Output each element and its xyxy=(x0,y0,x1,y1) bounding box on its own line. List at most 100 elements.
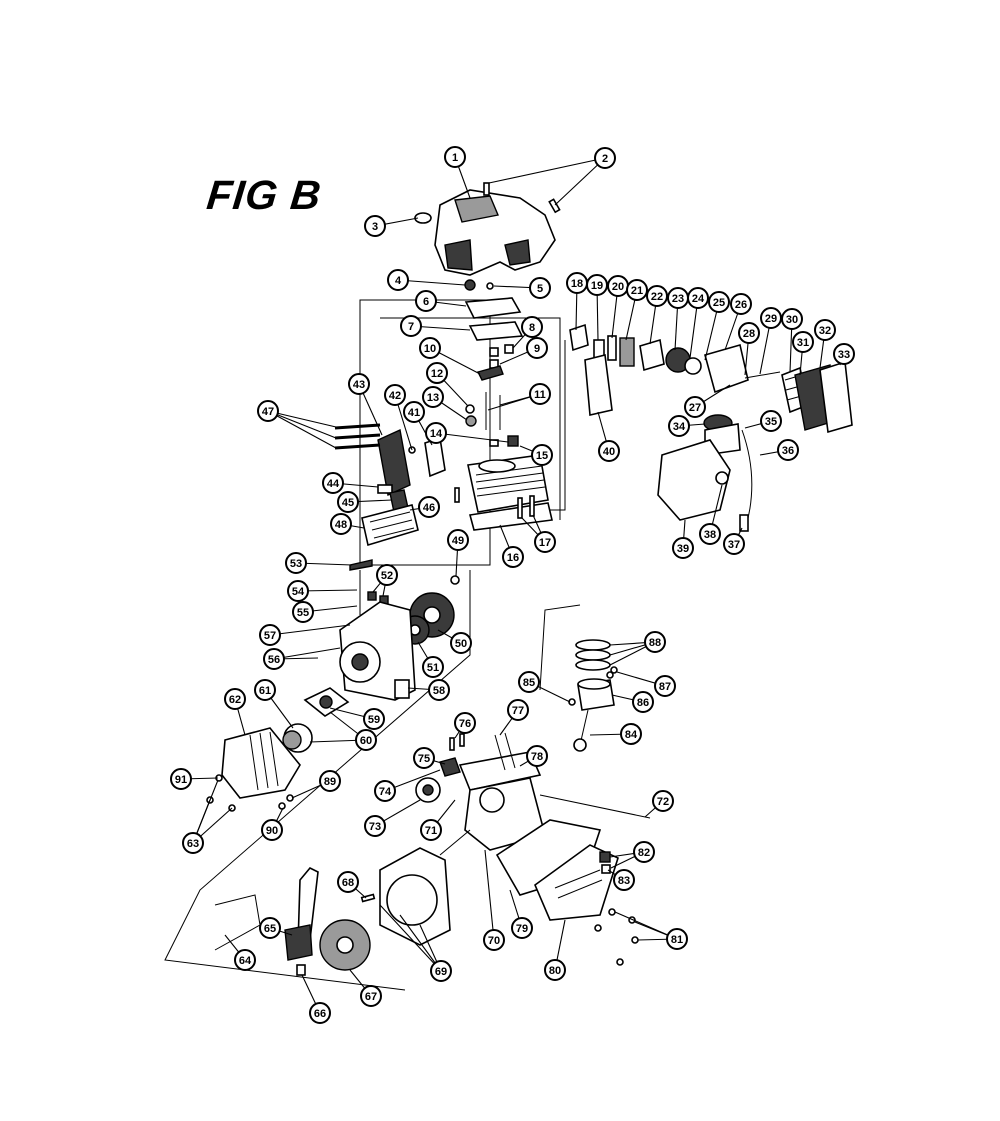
callout-20: 20 xyxy=(607,275,629,297)
callout-25: 25 xyxy=(708,291,730,313)
callout-label: 86 xyxy=(637,697,649,709)
callout-label: 75 xyxy=(418,753,430,765)
callout-1: 1 xyxy=(444,146,466,168)
callout-44: 44 xyxy=(322,472,344,494)
callout-36: 36 xyxy=(777,439,799,461)
callout-12: 12 xyxy=(426,362,448,384)
callout-label: 64 xyxy=(239,955,252,967)
callout-label: 12 xyxy=(431,368,443,380)
callout-label: 69 xyxy=(435,966,447,978)
callout-80: 80 xyxy=(544,959,566,981)
callout-label: 83 xyxy=(618,875,630,887)
callout-label: 25 xyxy=(713,297,725,309)
callout-68: 68 xyxy=(337,871,359,893)
callout-label: 24 xyxy=(692,293,705,305)
callout-label: 52 xyxy=(381,570,393,582)
callout-42: 42 xyxy=(384,384,406,406)
callout-57: 57 xyxy=(259,624,281,646)
callout-63: 63 xyxy=(182,832,204,854)
callout-label: 87 xyxy=(659,681,671,693)
callout-label: 16 xyxy=(507,552,519,564)
callout-49: 49 xyxy=(447,529,469,551)
callout-label: 9 xyxy=(534,343,540,355)
callout-label: 68 xyxy=(342,877,354,889)
callout-label: 43 xyxy=(353,379,365,391)
callout-91: 91 xyxy=(170,768,192,790)
callout-label: 27 xyxy=(689,402,701,414)
callout-label: 82 xyxy=(638,847,650,859)
callout-label: 19 xyxy=(591,280,603,292)
callout-41: 41 xyxy=(403,401,425,423)
callout-6: 6 xyxy=(415,290,437,312)
flywheel-cover xyxy=(221,727,301,799)
leader-line-47 xyxy=(267,410,337,439)
part-shapes xyxy=(206,182,853,976)
callout-label: 41 xyxy=(408,407,420,419)
callout-label: 21 xyxy=(631,285,643,297)
callout-label: 88 xyxy=(649,637,661,649)
callout-label: 32 xyxy=(819,325,831,337)
callout-label: 36 xyxy=(782,445,794,457)
leader-line-47 xyxy=(267,410,337,449)
callout-label: 39 xyxy=(677,543,689,555)
callout-50: 50 xyxy=(450,632,472,654)
callout-label: 49 xyxy=(452,535,464,547)
callout-label: 8 xyxy=(529,322,535,334)
callout-87: 87 xyxy=(654,675,676,697)
callout-23: 23 xyxy=(667,287,689,309)
callout-65: 65 xyxy=(259,917,281,939)
callout-60: 60 xyxy=(355,729,377,751)
callout-18: 18 xyxy=(566,272,588,294)
callout-69: 69 xyxy=(430,960,452,982)
callout-43: 43 xyxy=(348,373,370,395)
callout-label: 54 xyxy=(292,586,305,598)
leader-line-2 xyxy=(554,157,606,206)
callout-81: 81 xyxy=(666,928,688,950)
callout-label: 20 xyxy=(612,281,624,293)
callout-30: 30 xyxy=(781,308,803,330)
callout-label: 10 xyxy=(424,343,436,355)
callout-90: 90 xyxy=(261,819,283,841)
callout-label: 81 xyxy=(671,934,683,946)
callout-73: 73 xyxy=(364,815,386,837)
callout-label: 65 xyxy=(264,923,276,935)
callout-label: 23 xyxy=(672,293,684,305)
leader-line-47 xyxy=(267,410,337,428)
callout-label: 59 xyxy=(368,714,380,726)
callout-75: 75 xyxy=(413,747,435,769)
callout-22: 22 xyxy=(646,285,668,307)
callout-label: 11 xyxy=(534,389,546,401)
callout-5: 5 xyxy=(529,277,551,299)
callout-label: 51 xyxy=(427,662,439,674)
callout-24: 24 xyxy=(687,287,709,309)
callout-label: 48 xyxy=(335,519,347,531)
callout-13: 13 xyxy=(422,386,444,408)
callout-label: 1 xyxy=(452,152,458,164)
callout-21: 21 xyxy=(626,279,648,301)
callout-label: 55 xyxy=(297,607,309,619)
leader-line-69 xyxy=(379,904,442,972)
callout-label: 2 xyxy=(602,153,608,165)
callout-label: 60 xyxy=(360,735,372,747)
callout-label: 3 xyxy=(372,221,378,233)
callout-label: 58 xyxy=(433,685,445,697)
callout-label: 45 xyxy=(342,497,354,509)
callout-label: 31 xyxy=(797,337,809,349)
callout-label: 47 xyxy=(262,406,274,418)
callout-label: 71 xyxy=(425,825,437,837)
callout-39: 39 xyxy=(672,537,694,559)
callout-label: 78 xyxy=(531,751,543,763)
callout-label: 62 xyxy=(229,694,241,706)
callout-label: 44 xyxy=(327,478,340,490)
callout-label: 46 xyxy=(423,502,435,514)
callout-label: 30 xyxy=(786,314,798,326)
muffler xyxy=(377,428,411,497)
callout-4: 4 xyxy=(387,269,409,291)
callout-56: 56 xyxy=(263,648,285,670)
callout-8: 8 xyxy=(521,316,543,338)
callout-35: 35 xyxy=(760,410,782,432)
callout-label: 77 xyxy=(512,705,524,717)
callout-7: 7 xyxy=(400,315,422,337)
callout-15: 15 xyxy=(531,444,553,466)
callout-83: 83 xyxy=(613,869,635,891)
